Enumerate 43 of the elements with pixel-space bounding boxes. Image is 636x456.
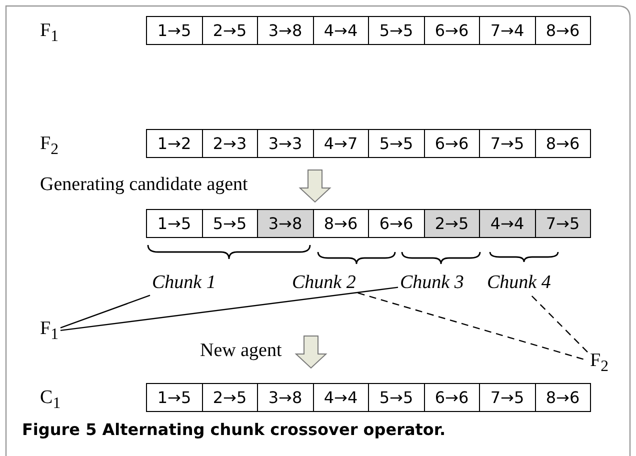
mapping-cell: 4→7 [312,129,369,158]
mapping-cell: 7→5 [534,209,591,238]
mapping-cell: 5→5 [368,129,424,158]
mapping-cell: 8→6 [534,383,591,412]
mapping-cell: 8→6 [534,16,591,45]
mapping-cell: 7→5 [479,129,536,158]
mapping-cell: 8→6 [534,129,591,158]
mapping-cell: 6→6 [368,209,424,238]
mapping-cell: 1→5 [146,209,202,238]
connector-line [60,294,150,328]
mapping-cell: 2→5 [424,209,480,238]
chunk-label: Chunk 3 [400,272,464,294]
connector-line [60,286,398,332]
mapping-cell: 1→5 [146,16,202,45]
mapping-cell: 5→5 [368,383,424,412]
chunk-label: Chunk 2 [292,272,356,294]
mapping-cell: 7→4 [479,16,536,45]
mapping-cell: 3→3 [257,129,314,158]
mapping-cell: 2→3 [202,129,258,158]
row-label: Generating candidate agent [40,174,248,196]
mapping-cell: 2→5 [202,383,258,412]
mapping-cell: 4→4 [312,383,369,412]
mapping-cell: 6→6 [424,383,480,412]
mapping-cell: 3→8 [257,383,314,412]
figure-caption: Figure 5 Alternating chunk crossover operator. [22,420,446,439]
mapping-cell: 6→6 [424,129,480,158]
parent-label: F$_{2}$ [590,350,608,378]
mapping-cell: 3→8 [257,16,314,45]
mapping-cell: 6→6 [424,16,480,45]
mapping-cell: 8→6 [312,209,369,238]
mapping-cell: 7→5 [479,383,536,412]
mapping-cell: 2→5 [202,16,258,45]
parent-label: F$_{1}$ [40,318,58,346]
mapping-cell: 3→8 [257,209,314,238]
mapping-cell: 5→5 [368,16,424,45]
mapping-cell: 1→2 [146,129,202,158]
mapping-cell: 4→4 [312,16,369,45]
mapping-cell: 1→5 [146,383,202,412]
connector-line [531,296,588,353]
chunk-label: Chunk 1 [152,272,216,294]
chunk-label: Chunk 4 [487,272,551,294]
mapping-cell: 5→5 [202,209,258,238]
mapping-cell: 4→4 [479,209,536,238]
